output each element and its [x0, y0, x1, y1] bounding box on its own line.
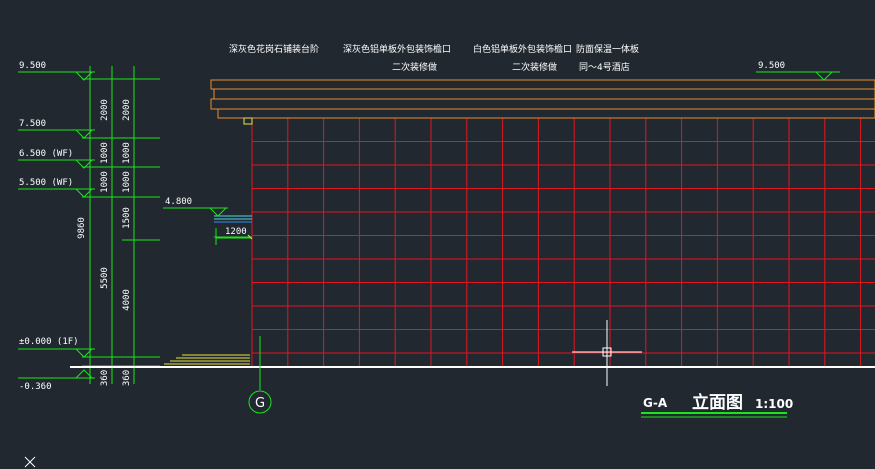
dim-1000-a: 1000 [100, 142, 110, 164]
dim-2000-b: 2000 [122, 99, 132, 121]
cornice [210, 79, 875, 125]
title-scale: 1:100 [755, 397, 793, 411]
drawing-title: G-A 立面图 1:100 [641, 392, 793, 418]
ucs-icon [24, 456, 36, 468]
level-6500: 6.500 (WF) [19, 149, 73, 159]
entrance-steps [164, 354, 250, 365]
canopy [214, 215, 253, 240]
note-sub-1: 二次装修做 [392, 61, 437, 73]
dim-1000-d: 1000 [122, 171, 132, 193]
level-canopy: 4.800 [165, 197, 192, 207]
note-white-cornice: 白色铝单板外包装饰檐口 [473, 43, 572, 55]
dim-360-b: 360 [122, 370, 132, 386]
axis-bubble-label: G [255, 396, 265, 411]
note-dark-cornice: 深灰色铝单板外包装饰檐口 [343, 43, 451, 55]
title-axes: G-A [643, 396, 668, 410]
note-insulation-board: 防面保温一体板 [576, 43, 639, 55]
dimension-labels: 2000 2000 1000 1000 1000 1000 9860 5500 … [77, 99, 132, 386]
dim-1000-c: 1000 [100, 171, 110, 193]
level-labels: 9.500 7.500 6.500 (WF) 5.500 (WF) 4.800 … [19, 61, 785, 392]
dim-1000-b: 1000 [122, 142, 132, 164]
level-zero: ±0.000 (1F) [19, 337, 79, 347]
dim-2000-a: 2000 [100, 99, 110, 121]
material-notes: 深灰色花岗石铺装台阶 深灰色铝单板外包装饰檐口 白色铝单板外包装饰檐口 防面保温… [229, 43, 639, 73]
facade-grid [251, 117, 875, 366]
note-sub-3: 同～4号酒店 [579, 61, 630, 73]
level-top: 9.500 [19, 61, 46, 71]
dim-1200: 1200 [225, 227, 247, 237]
note-sub-2: 二次装修做 [512, 61, 557, 73]
dim-9860: 9860 [77, 217, 87, 239]
dim-360-a: 360 [100, 370, 110, 386]
axis-bubble-g [248, 390, 272, 414]
level-markers [18, 71, 840, 379]
dim-4000: 4000 [122, 289, 132, 311]
axis-line-g: G [248, 336, 272, 414]
level-7500: 7.500 [19, 119, 46, 129]
dim-1500: 1500 [122, 207, 132, 229]
level-ground: -0.360 [19, 382, 52, 392]
title-name: 立面图 [692, 392, 743, 413]
cad-cursor[interactable] [572, 320, 642, 386]
level-5500: 5.500 (WF) [19, 178, 73, 188]
dim-5500: 5500 [100, 267, 110, 289]
note-granite-steps: 深灰色花岗石铺装台阶 [229, 43, 319, 55]
level-top-right: 9.500 [758, 61, 785, 71]
